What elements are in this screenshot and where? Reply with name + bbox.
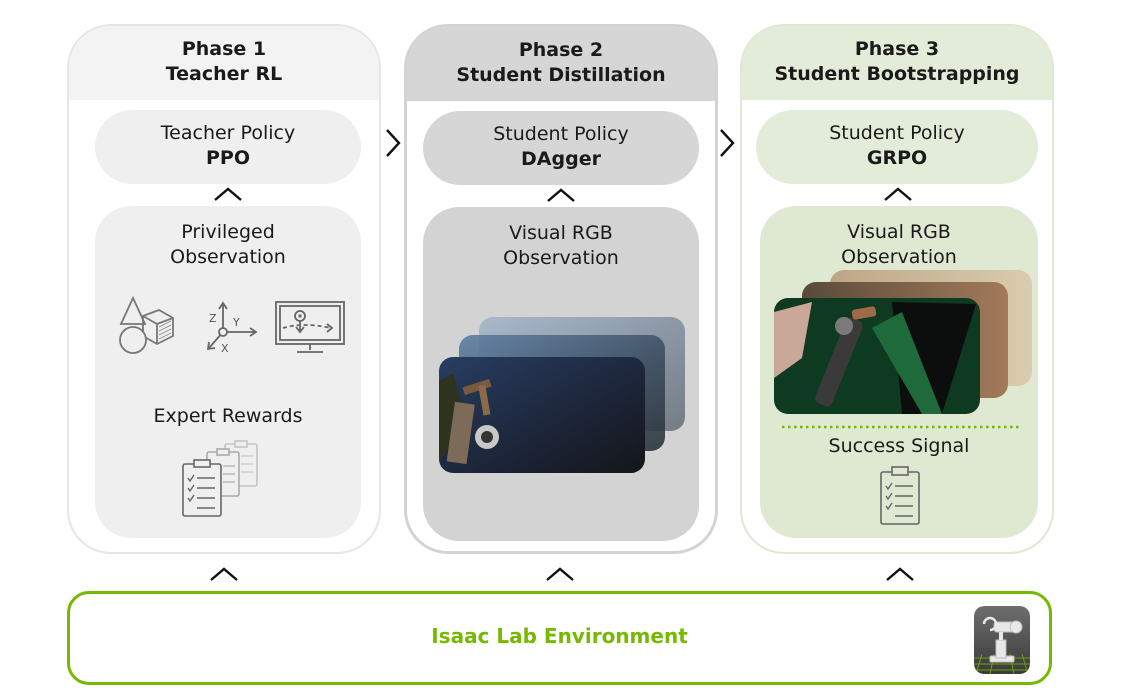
up-chevron-icon — [210, 567, 238, 581]
obs-title-line1: Visual RGB — [509, 222, 613, 244]
up-chevron-icon — [547, 188, 575, 202]
student-policy-pill-grpo: Student Policy GRPO — [756, 110, 1038, 184]
axes-icon: Z Y X — [206, 301, 258, 355]
phase-3-header: Phase 3 Student Bootstrapping — [742, 26, 1052, 100]
phase-1-subtitle: Teacher RL — [165, 63, 283, 85]
phase-2-subtitle: Student Distillation — [456, 64, 666, 86]
policy-name: Teacher Policy — [160, 122, 296, 144]
up-chevron-icon — [214, 187, 242, 201]
obs-title-line2: Observation — [841, 246, 957, 268]
obs-title-line2: Observation — [170, 246, 286, 268]
phase-3-panel: Phase 3 Student Bootstrapping Student Po… — [740, 24, 1054, 554]
monitor-trajectory-icon — [275, 301, 345, 353]
phase-1-title: Phase 1 — [181, 38, 267, 60]
dotted-separator — [782, 425, 1022, 429]
clipboard-icon — [880, 466, 920, 525]
rgb-frames-stack — [439, 317, 685, 473]
up-chevron-icon — [884, 187, 912, 201]
success-signal-label: Success Signal — [828, 435, 970, 457]
policy-algorithm: PPO — [205, 147, 250, 169]
policy-name: Student Policy — [493, 123, 629, 145]
policy-algorithm: DAgger — [521, 148, 601, 170]
student-policy-pill-dagger: Student Policy DAgger — [423, 111, 699, 185]
right-chevron-icon — [386, 129, 401, 157]
phase-2-panel: Phase 2 Student Distillation Student Pol… — [404, 24, 718, 554]
axis-x-label: X — [221, 342, 229, 355]
phase-3-title: Phase 3 — [854, 38, 940, 60]
environment-label: Isaac Lab Environment — [431, 624, 688, 648]
up-chevron-icon — [886, 567, 914, 581]
obs-title-line1: Visual RGB — [847, 221, 951, 243]
right-chevron-icon — [720, 129, 735, 157]
clipboards-icon — [182, 440, 258, 517]
phase-1-panel: Phase 1 Teacher RL Teacher Policy PPO Pr… — [67, 24, 381, 554]
rgb-frames-stack — [774, 270, 1032, 414]
phase-1-header: Phase 1 Teacher RL — [69, 26, 379, 100]
robot-arm-scene — [774, 302, 976, 414]
axis-z-label: Z — [209, 312, 217, 325]
isaac-lab-environment-box: Isaac Lab Environment — [67, 591, 1052, 685]
phase-2-title: Phase 2 — [518, 39, 604, 61]
policy-algorithm: GRPO — [866, 147, 928, 169]
visual-rgb-observation-card: Visual RGB Observation — [423, 207, 699, 541]
phase-2-header: Phase 2 Student Distillation — [407, 27, 715, 101]
policy-name: Student Policy — [829, 122, 965, 144]
obs-title-line1: Privileged — [181, 221, 275, 243]
obs-title-line2: Observation — [503, 247, 619, 269]
axis-y-label: Y — [232, 316, 240, 329]
teacher-policy-pill: Teacher Policy PPO — [95, 110, 361, 184]
phase-3-subtitle: Student Bootstrapping — [774, 63, 1020, 85]
robot-gripper-scene — [439, 373, 499, 465]
visual-rgb-observation-card: Visual RGB Observation — [760, 206, 1038, 538]
up-chevron-icon — [546, 567, 574, 581]
privileged-observation-card: Privileged Observation — [95, 206, 361, 538]
robot-arm-icon — [974, 606, 1030, 674]
expert-rewards-label: Expert Rewards — [153, 405, 303, 427]
shapes-icon — [119, 295, 174, 354]
